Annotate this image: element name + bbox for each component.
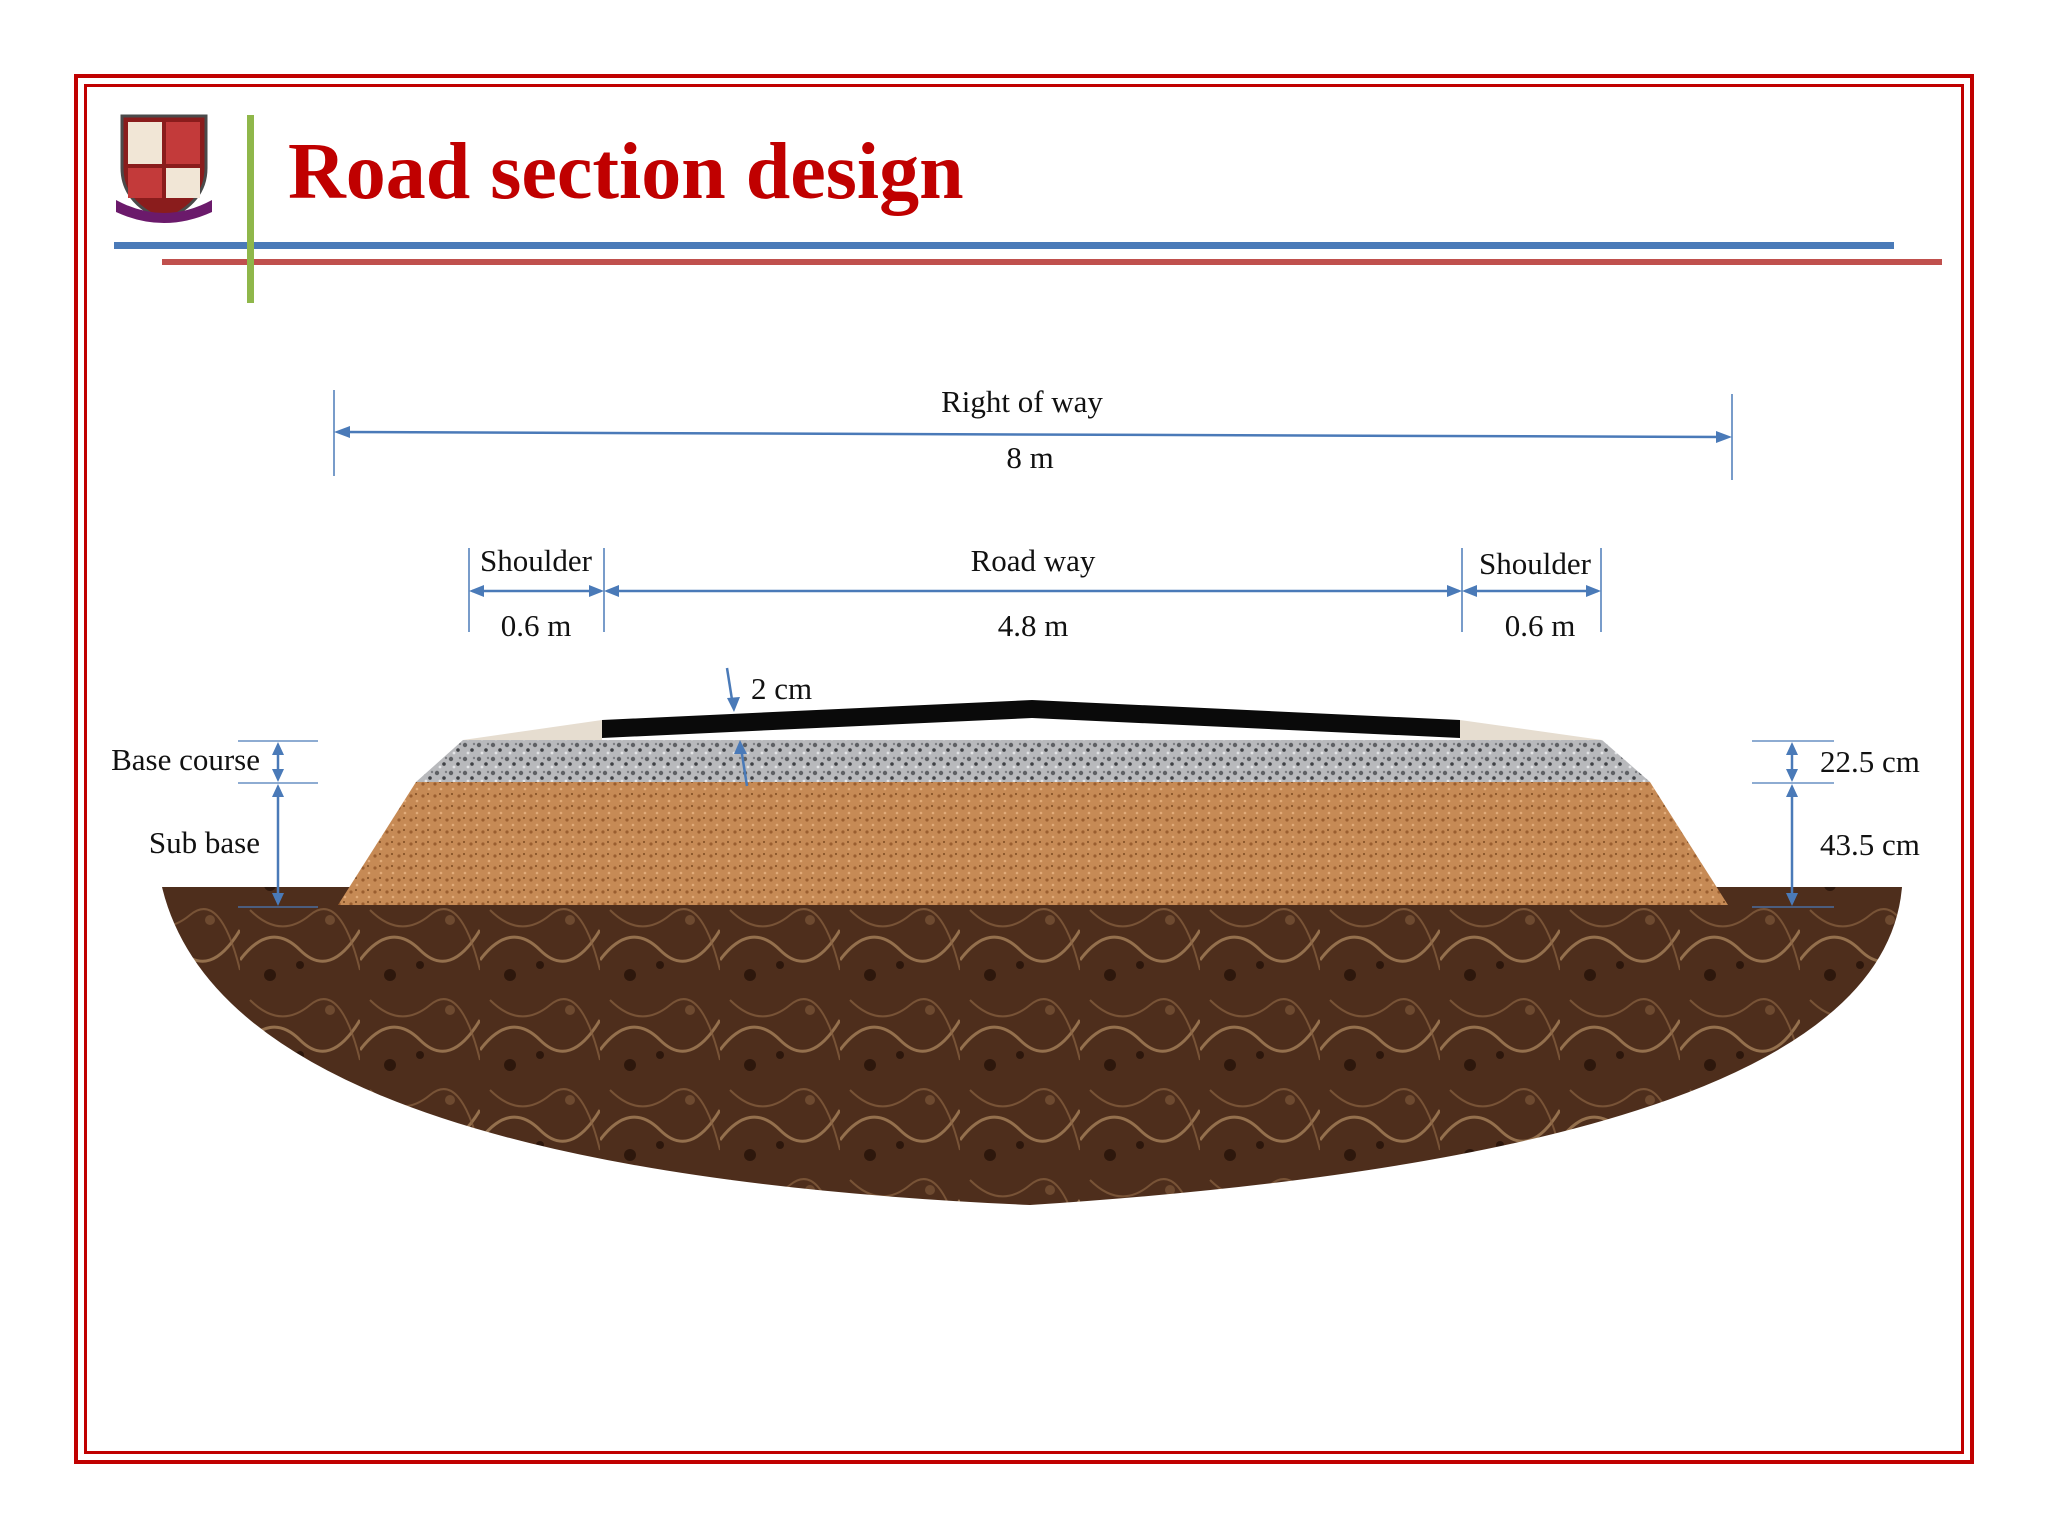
base-course-label: Base course bbox=[111, 742, 260, 777]
base-course-layer bbox=[416, 740, 1650, 782]
slide-frame-outer bbox=[74, 74, 1974, 1464]
slide-frame-inner bbox=[84, 84, 1964, 1454]
roadway-arrow-left bbox=[604, 585, 619, 597]
sub-base-layer bbox=[338, 782, 1728, 905]
surface-thickness-value: 2 cm bbox=[751, 671, 812, 706]
base-course-value: 22.5 cm bbox=[1820, 744, 1920, 779]
asphalt-surface bbox=[602, 700, 1460, 738]
roadway-label: Road way bbox=[971, 543, 1096, 578]
title-rule-red bbox=[162, 259, 1942, 265]
right-base-arrow-down bbox=[1786, 769, 1798, 782]
right-shoulder-arrow-left bbox=[1462, 585, 1477, 597]
right-shoulder-value: 0.6 m bbox=[1505, 608, 1576, 643]
right-shoulder-surface bbox=[1460, 720, 1602, 740]
title-rule-blue bbox=[114, 242, 1894, 249]
row-arrow-right bbox=[1716, 431, 1732, 443]
surface-thickness-arrow-line-lower bbox=[739, 747, 749, 787]
sub-base-arrow-up bbox=[272, 784, 284, 797]
right-shoulder-arrow-right bbox=[1586, 585, 1601, 597]
base-course-arrow-up bbox=[272, 742, 284, 755]
left-shoulder-arrow-left bbox=[469, 585, 484, 597]
row-value: 8 m bbox=[1006, 440, 1053, 475]
sub-base-arrow-down bbox=[272, 893, 284, 906]
base-course-arrow-down bbox=[272, 769, 284, 782]
right-subbase-arrow-down bbox=[1786, 893, 1798, 906]
row-arrow-left bbox=[334, 426, 350, 438]
university-crest-logo bbox=[116, 114, 212, 223]
row-label: Right of way bbox=[941, 384, 1103, 419]
right-shoulder-label: Shoulder bbox=[1479, 546, 1592, 581]
roadway-arrow-right bbox=[1447, 585, 1462, 597]
slide-title: Road section design bbox=[288, 128, 964, 216]
left-shoulder-label: Shoulder bbox=[480, 543, 593, 578]
right-base-arrow-up bbox=[1786, 742, 1798, 755]
natural-ground bbox=[162, 887, 1902, 1205]
roadway-value: 4.8 m bbox=[998, 608, 1069, 643]
left-shoulder-arrow-right bbox=[589, 585, 604, 597]
sub-base-label: Sub base bbox=[149, 825, 260, 860]
row-dimension-line bbox=[339, 430, 1727, 439]
sub-base-value: 43.5 cm bbox=[1820, 827, 1920, 862]
surface-thickness-arrowhead bbox=[727, 697, 740, 712]
title-rule-green bbox=[247, 115, 254, 303]
left-shoulder-surface bbox=[463, 720, 602, 740]
right-subbase-arrow-up bbox=[1786, 784, 1798, 797]
surface-thickness-arrowhead-lower bbox=[734, 740, 747, 754]
left-shoulder-value: 0.6 m bbox=[501, 608, 572, 643]
